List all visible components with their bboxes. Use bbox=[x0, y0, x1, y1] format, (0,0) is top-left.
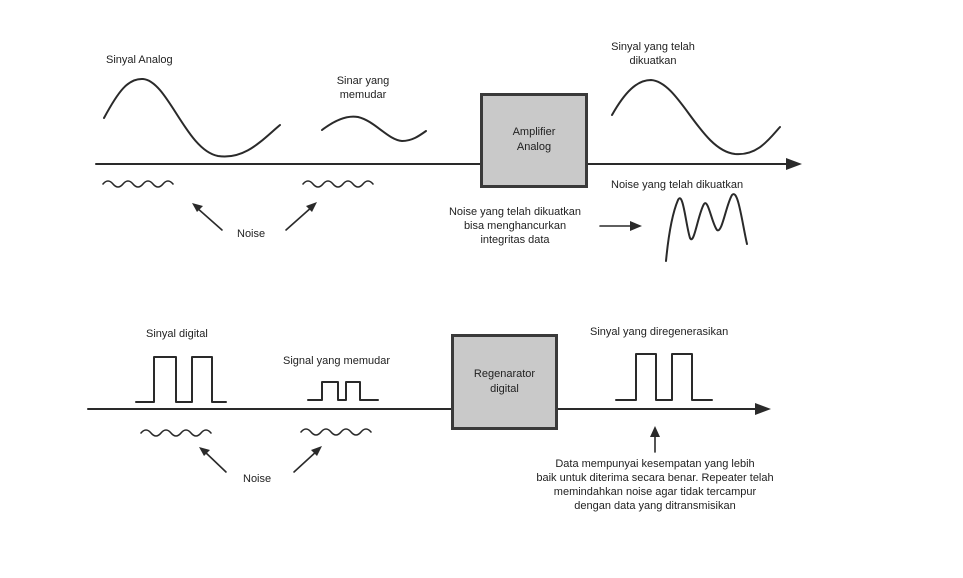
sinyal-memudar-line2: memudar bbox=[339, 89, 387, 101]
faded-analog-wave bbox=[321, 115, 427, 142]
digital-noise-arrow-left bbox=[203, 450, 227, 473]
digital-noise-wave-1 bbox=[140, 429, 212, 437]
digital-noise-wave-2 bbox=[300, 428, 372, 436]
analog-note-line2: bisa menghancurkan bbox=[463, 220, 567, 232]
analog-note-line1: Noise yang telah dikuatkan bbox=[448, 206, 582, 218]
amplifier-label-line1: Amplifier bbox=[512, 126, 556, 138]
digital-signal-pulses bbox=[135, 356, 227, 403]
analog-line-arrowhead bbox=[786, 158, 802, 170]
analog-note: Noise yang telah dikuatkan bisa menghanc… bbox=[430, 205, 600, 247]
sinyal-analog-label: Sinyal Analog bbox=[106, 54, 173, 66]
digital-note-line1: Data mempunyai kesempatan yang lebih bbox=[555, 458, 755, 470]
sinyal-dikuatkan-line1: Sinyal yang telah bbox=[611, 41, 695, 53]
regenerator-digital-label: Regenarator digital bbox=[451, 367, 558, 397]
regenerator-label-line2: digital bbox=[490, 383, 519, 395]
analog-noise-wave-1 bbox=[102, 180, 174, 188]
regenerated-digital-pulses bbox=[615, 353, 713, 401]
amplified-analog-wave bbox=[611, 79, 781, 156]
noise-dikuatkan-label: Noise yang telah dikuatkan bbox=[611, 179, 744, 191]
sinyal-memudar-line1: Sinar yang bbox=[336, 75, 390, 87]
analog-noise-wave-2 bbox=[302, 180, 374, 188]
sinyal-digital-label: Sinyal digital bbox=[146, 328, 208, 340]
regenerator-label-line1: Regenarator bbox=[473, 368, 536, 380]
digital-line-arrowhead bbox=[755, 403, 771, 415]
signal-memudar-label: Signal yang memudar bbox=[283, 355, 391, 367]
digital-note-line2: baik untuk diterima secara benar. Repeat… bbox=[536, 472, 774, 484]
note-to-noise-arrowhead bbox=[630, 221, 642, 231]
analog-noise-label: Noise bbox=[237, 228, 266, 240]
amplifier-label-line2: Analog bbox=[516, 141, 552, 153]
digital-note-arrowhead bbox=[650, 426, 660, 437]
analog-noise-arrowhead-left bbox=[192, 203, 203, 212]
regenerator-digital-box bbox=[451, 334, 558, 430]
digital-noise-arrow-right bbox=[293, 449, 319, 473]
analog-note-line3: integritas data bbox=[480, 234, 550, 246]
faded-digital-pulses bbox=[307, 381, 379, 401]
sinyal-memudar-label: Sinar yang memudar bbox=[318, 74, 408, 102]
sinyal-dikuatkan-line2: dikuatkan bbox=[629, 55, 677, 67]
amplifier-analog-box bbox=[480, 93, 588, 188]
analog-noise-arrow-right bbox=[285, 205, 314, 231]
digital-note-line4: dengan data yang ditransmisikan bbox=[574, 500, 736, 512]
digital-note: Data mempunyai kesempatan yang lebih bai… bbox=[490, 457, 820, 513]
analog-noise-arrow-left bbox=[195, 206, 223, 231]
digital-noise-arrowhead-right bbox=[311, 446, 322, 456]
analog-signal-wave bbox=[103, 77, 281, 158]
digital-noise-arrowhead-left bbox=[199, 447, 210, 456]
digital-note-line3: memindahkan noise agar tidak tercampur bbox=[553, 486, 757, 498]
amplifier-analog-label: Amplifier Analog bbox=[480, 125, 588, 155]
sinyal-diregenerasikan-label: Sinyal yang diregenerasikan bbox=[590, 326, 729, 338]
sinyal-dikuatkan-label: Sinyal yang telah dikuatkan bbox=[588, 40, 718, 68]
digital-noise-label: Noise bbox=[243, 473, 272, 485]
amplified-noise-wave bbox=[665, 193, 748, 262]
analog-noise-arrowhead-right bbox=[306, 202, 317, 212]
